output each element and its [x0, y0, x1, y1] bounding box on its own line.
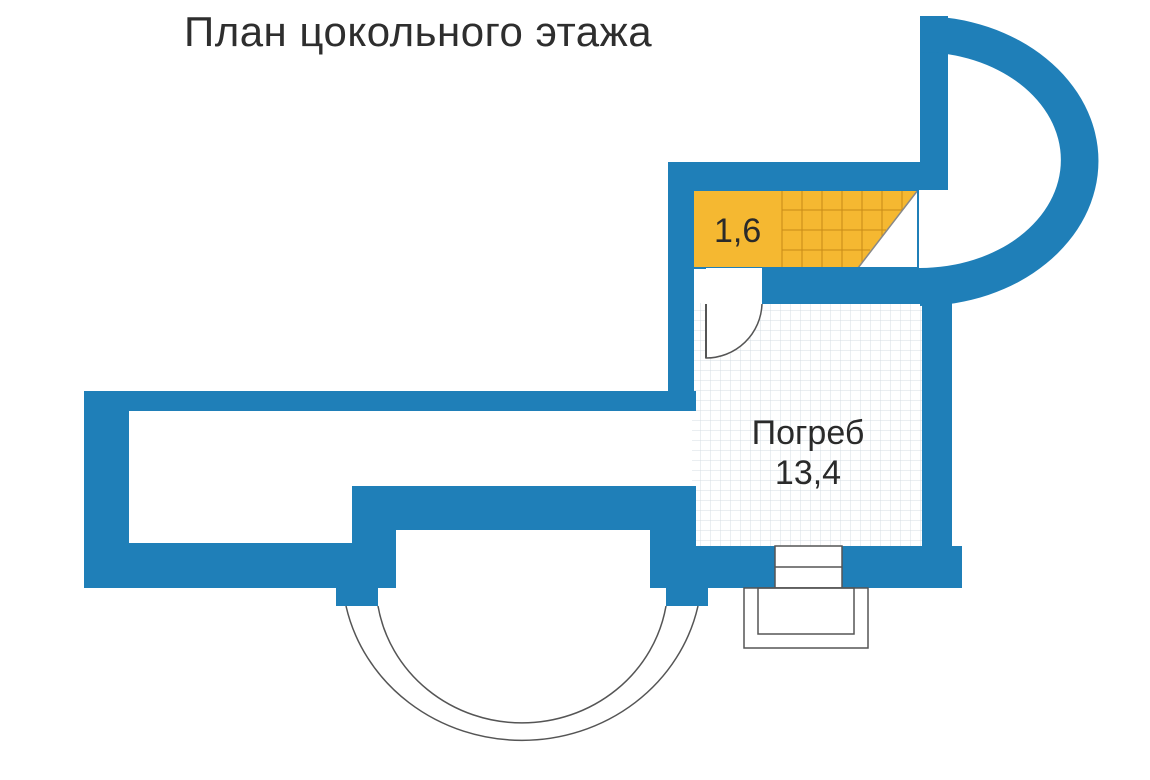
stair-cut-line — [857, 189, 919, 269]
plan-title: План цокольного этажа — [184, 8, 653, 55]
porch-arc — [345, 605, 699, 742]
cellar-area-label: 13,4 — [775, 454, 841, 492]
cellar-name-label: Погреб — [752, 414, 865, 452]
stair-inner-wall — [691, 189, 919, 269]
entrance-steps — [743, 545, 869, 649]
vestibule — [706, 268, 762, 304]
stair-steps — [781, 190, 903, 268]
stair-area-label: 1,6 — [714, 212, 761, 250]
walls — [84, 16, 1099, 606]
cellar-door-swing — [705, 303, 763, 359]
